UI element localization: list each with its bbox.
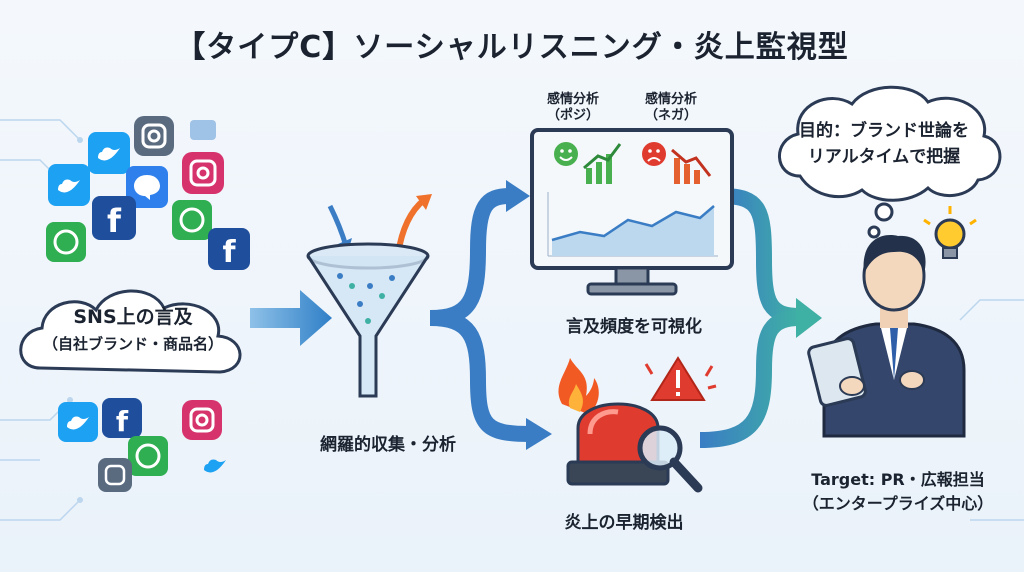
lightbulb-icon [923, 206, 977, 259]
fire-icon [558, 358, 599, 414]
svg-text:f: f [116, 405, 129, 438]
sns-source-group: f f f [19, 116, 250, 492]
positive-sub-text: （ポジ） [546, 108, 599, 123]
thought-bubble [778, 85, 1002, 202]
arrow-to-alert [429, 310, 531, 442]
dashboard-monitor [530, 128, 734, 296]
mention-frequency-chart [547, 192, 718, 257]
positive-label-text: 感情分析 [546, 92, 599, 107]
funnel-in-arrow-blue [327, 204, 349, 247]
target-line1: Target: PR・広報担当 [811, 470, 985, 489]
negative-sentiment-label: 感情分析 （ネガ） [626, 92, 716, 124]
instagram-icon [134, 116, 174, 156]
negative-label-text: 感情分析 [644, 92, 697, 107]
arrow-to-funnel [250, 290, 332, 346]
facebook-icon: f [102, 398, 142, 438]
sns-source-label: SNS上の言及 （自社ブランド・商品名） [18, 302, 248, 354]
magnifier-icon [637, 425, 703, 493]
warning-icon [650, 356, 706, 401]
facebook-icon: f [92, 196, 136, 240]
purpose-line1: 目的：ブランド世論を [799, 121, 969, 141]
alert-siren [558, 356, 717, 493]
positive-trend-icon [583, 143, 622, 184]
alert-caption: 炎上の早期検出 [564, 513, 684, 533]
sns-source-line1: SNS上の言及 [73, 306, 193, 328]
whatsapp-icon [172, 200, 212, 240]
monitor-caption: 言及頻度を可視化 [566, 317, 702, 337]
negative-trend-icon [671, 148, 712, 184]
svg-text:f: f [107, 202, 122, 240]
instagram-icon [182, 152, 224, 194]
target-label: Target: PR・広報担当 （エンタープライズ中心） [780, 468, 1016, 516]
purpose-line2: リアルタイムで把握 [807, 147, 961, 167]
positive-smile-icon [554, 142, 578, 166]
messenger-icon [126, 166, 168, 208]
svg-text:f: f [222, 235, 236, 270]
instagram-icon [98, 458, 132, 492]
page-title: 【タイプC】ソーシャルリスニング・炎上監視型 [175, 30, 849, 65]
twitter-icon [204, 459, 226, 473]
arrow-to-monitor [429, 188, 511, 326]
instagram-icon [182, 400, 222, 440]
pr-person [778, 85, 1002, 438]
whatsapp-icon [46, 222, 86, 262]
purpose-text: 目的：ブランド世論を リアルタイムで把握 [782, 118, 986, 170]
negative-sub-text: （ネガ） [644, 108, 697, 123]
arrow-monitor-to-person [721, 188, 801, 324]
twitter-icon [88, 132, 130, 174]
funnel [306, 194, 432, 398]
negative-frown-icon [642, 142, 666, 166]
sns-cloud [19, 289, 242, 374]
twitter-icon [58, 402, 98, 442]
facebook-icon: f [208, 228, 250, 270]
arrow-alert-to-person [699, 310, 801, 448]
target-line2: （エンタープライズ中心） [802, 494, 994, 513]
positive-sentiment-label: 感情分析 （ポジ） [528, 92, 618, 124]
funnel-label: 網羅的収集・分析 [320, 435, 456, 455]
twitter-icon [48, 164, 90, 206]
whatsapp-icon [128, 436, 168, 476]
sns-source-line2: （自社ブランド・商品名） [42, 335, 223, 353]
chat-bubble-icon [190, 120, 216, 140]
